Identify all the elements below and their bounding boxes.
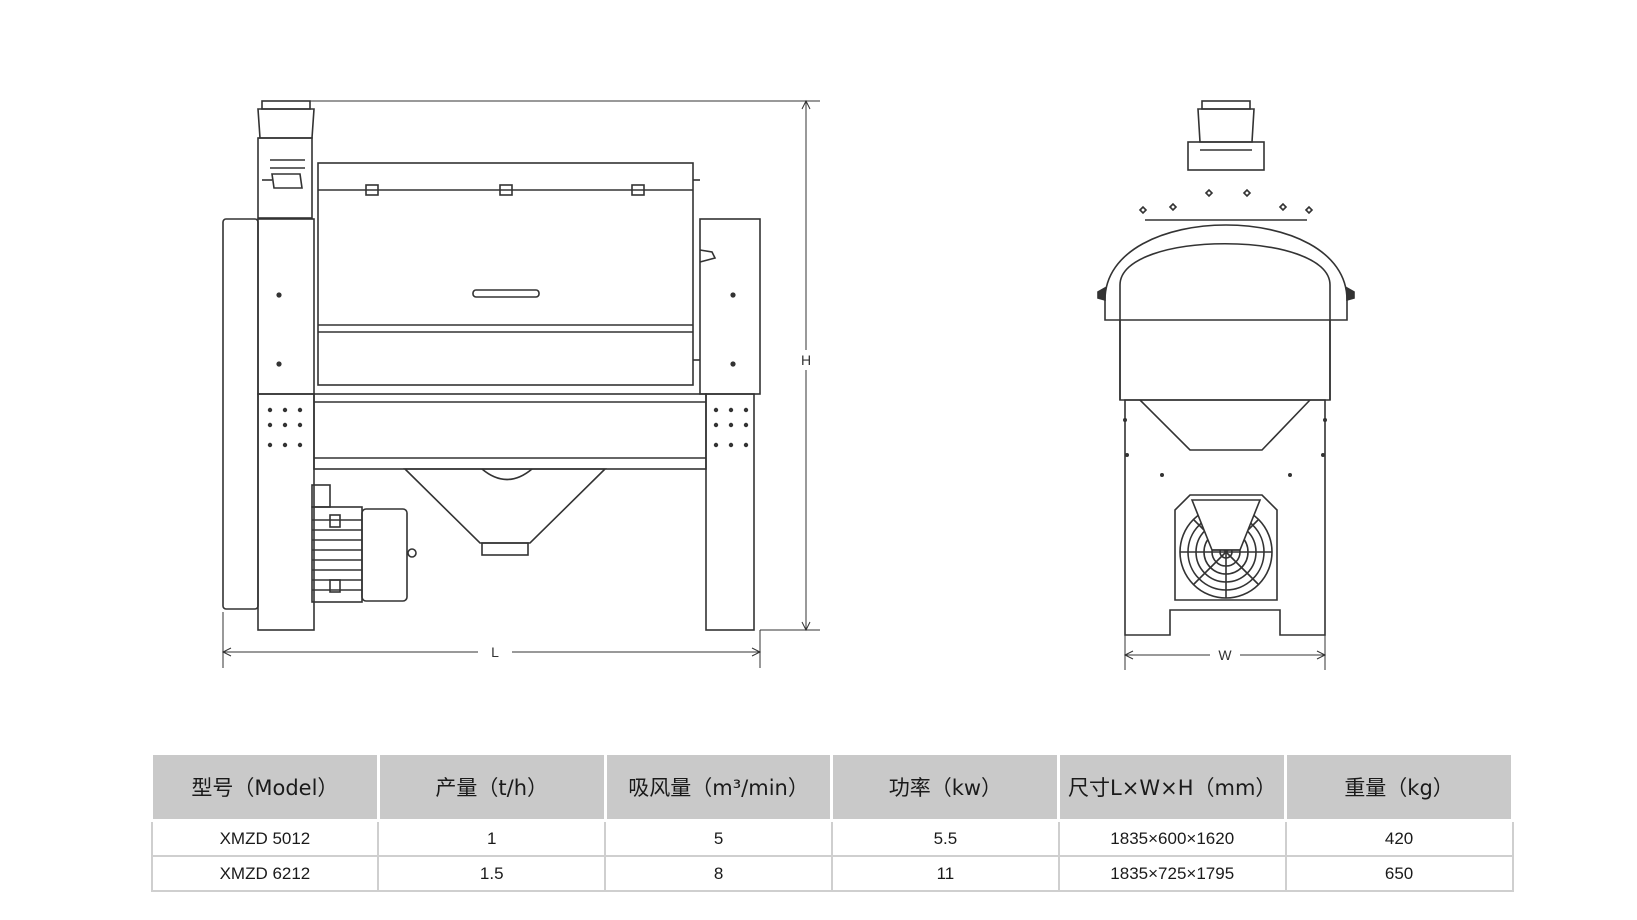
motor [311,484,417,603]
cell-output: 1.5 [377,855,607,892]
header-power: 功率（kw） [830,752,1061,822]
cell-air-volume: 8 [604,855,833,892]
side-inlet [1187,100,1265,171]
cell-power: 11 [830,855,1060,892]
drum-body [317,162,717,386]
table-row: XMZD 6212 1.5 8 11 1835×725×1795 650 [150,855,1514,892]
cell-model: XMZD 6212 [150,855,380,892]
machine-drawing: L H W [221,99,1355,670]
header-air-volume: 吸风量（m³/min） [603,752,834,822]
spec-table-header-row: 型号（Model） 产量（t/h） 吸风量（m³/min） 功率（kw） 尺寸L… [150,752,1514,822]
dimension-lines [221,99,820,668]
header-weight: 重量（kg） [1284,752,1514,822]
cell-dimensions: 1835×725×1795 [1057,855,1287,892]
side-view [1097,100,1355,670]
header-dimensions: 尺寸L×W×H（mm） [1057,752,1288,822]
side-housing [1097,188,1355,401]
side-fan [1174,494,1278,601]
discharge-hopper [403,468,607,556]
dimension-label-height: H [801,352,811,368]
side-stand [1123,399,1327,636]
cell-air-volume: 5 [604,819,833,857]
lower-beam [313,393,707,470]
front-view [221,99,820,668]
side-dimension [1123,635,1327,670]
cell-weight: 650 [1284,855,1514,892]
right-frame [699,218,761,631]
header-output: 产量（t/h） [376,752,607,822]
cell-output: 1 [377,819,607,857]
dimension-label-length: L [491,644,499,660]
inlet-pipe [257,100,315,219]
cell-power: 5.5 [830,819,1060,857]
dimension-label-width: W [1218,647,1232,663]
cell-dimensions: 1835×600×1620 [1057,819,1287,857]
cell-model: XMZD 5012 [150,819,380,857]
cell-weight: 420 [1284,819,1514,857]
spec-table: 型号（Model） 产量（t/h） 吸风量（m³/min） 功率（kw） 尺寸L… [150,752,1514,892]
left-frame [222,218,315,631]
table-row: XMZD 5012 1 5 5.5 1835×600×1620 420 [150,819,1514,857]
header-model: 型号（Model） [150,752,380,822]
